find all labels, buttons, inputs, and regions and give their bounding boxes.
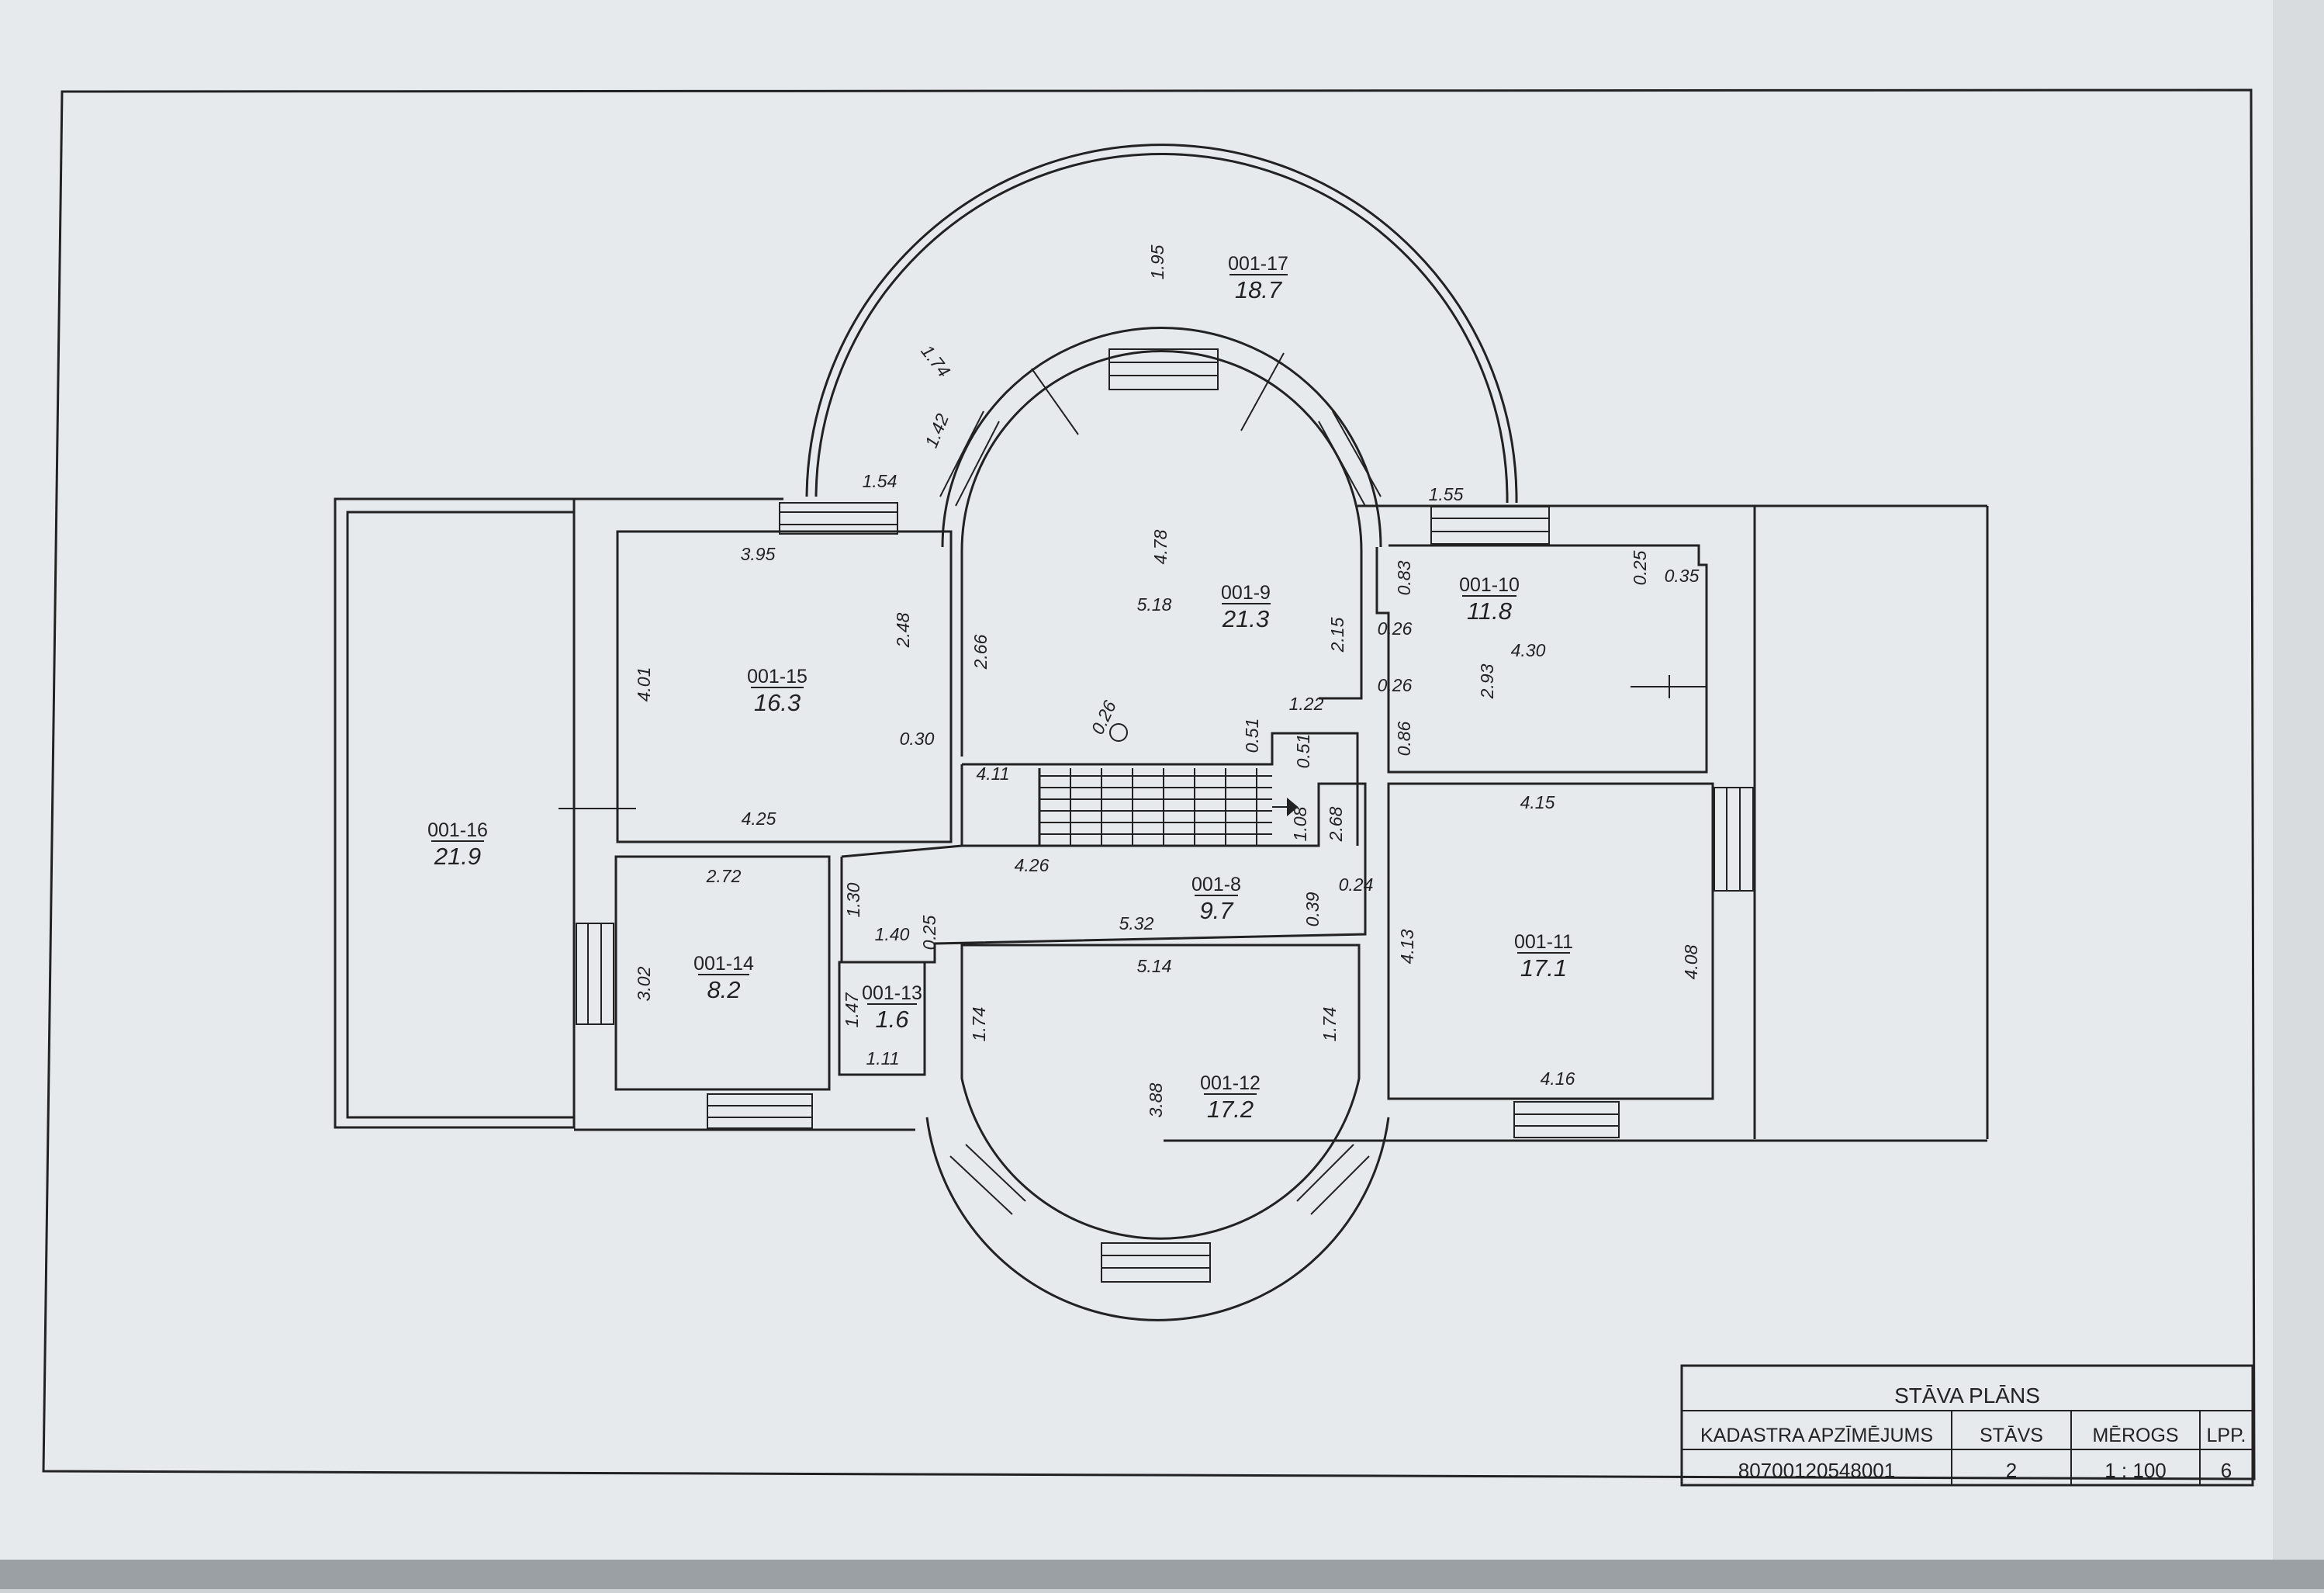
staircase <box>1039 768 1299 846</box>
room-code: 001-16 <box>427 819 488 841</box>
dimension-label: 4.01 <box>634 667 654 702</box>
room-code: 001-10 <box>1459 574 1520 596</box>
dimension-label: 3.88 <box>1146 1082 1166 1117</box>
room-area: 1.6 <box>875 1006 909 1033</box>
dimension-label: 1.74 <box>969 1007 989 1042</box>
dimension-label: 0.30 <box>900 729 935 749</box>
room-area: 17.2 <box>1207 1096 1254 1123</box>
floor-header: STĀVS <box>1980 1425 2043 1446</box>
dimension-label: 0.39 <box>1302 892 1323 926</box>
dimension-label: 2.15 <box>1327 617 1347 653</box>
dimension-label: 3.02 <box>634 966 654 1001</box>
dimension-label: 4.16 <box>1541 1068 1575 1089</box>
dimension-label: 1.40 <box>875 924 910 944</box>
dimension-label: 1.55 <box>1429 484 1464 504</box>
dimension-label: 4.30 <box>1511 640 1546 660</box>
room-code: 001-15 <box>747 666 808 687</box>
page-header: LPP. <box>2207 1425 2246 1446</box>
dimension-label: 1.47 <box>842 992 862 1027</box>
walls <box>334 144 1989 1321</box>
room-area: 9.7 <box>1199 897 1234 924</box>
dimension-label: 1.22 <box>1289 694 1324 714</box>
dimension-label: 0.83 <box>1394 560 1414 595</box>
dimension-label: 2.68 <box>1326 806 1346 842</box>
room-code: 001-13 <box>862 982 922 1004</box>
dimension-label: 0.51 <box>1242 719 1262 753</box>
dimension-label: 5.32 <box>1119 913 1154 933</box>
room-area: 16.3 <box>754 689 801 716</box>
room-001-13: 001-131.6 <box>862 982 922 1033</box>
room-code: 001-8 <box>1191 874 1241 895</box>
dimension-label: 0.51 <box>1293 734 1313 769</box>
room-001-8: 001-89.7 <box>1191 874 1241 924</box>
dimension-label: 0.26 <box>1378 618 1413 639</box>
dimension-label: 0.25 <box>919 915 939 950</box>
title-block-title: STĀVA PLĀNS <box>1894 1383 2040 1408</box>
dimension-label: 0.35 <box>1665 566 1700 586</box>
room-001-9: 001-921.3 <box>1221 582 1271 632</box>
room-area: 21.9 <box>434 843 481 870</box>
page-value: 6 <box>2221 1459 2232 1482</box>
room-code: 001-14 <box>693 953 754 975</box>
room-code: 001-11 <box>1514 931 1573 953</box>
dimension-label: 0.86 <box>1394 721 1414 756</box>
dimension-label: 1.54 <box>863 471 897 491</box>
dimension-label: 5.18 <box>1137 594 1172 615</box>
dimension-label: 4.26 <box>1015 855 1050 875</box>
dimension-label: 4.13 <box>1397 929 1417 964</box>
windows <box>559 348 1754 1283</box>
paper <box>0 0 2296 1560</box>
dimension-label: 1.30 <box>843 882 863 917</box>
room-code: 001-12 <box>1200 1072 1261 1094</box>
scale-header: MĒROGS <box>2092 1425 2178 1446</box>
dimension-label: 3.95 <box>741 544 776 564</box>
dimension-label: 4.15 <box>1520 792 1555 812</box>
room-area: 8.2 <box>707 976 740 1003</box>
cadastre-value: 80700120548001 <box>1738 1459 1895 1482</box>
drawing-frame <box>42 88 2256 1480</box>
dimension-label: 1.08 <box>1290 806 1310 841</box>
cadastre-header: KADASTRA APZĪMĒJUMS <box>1700 1425 1933 1446</box>
room-area: 17.1 <box>1520 954 1567 982</box>
title-block: STĀVA PLĀNS KADASTRA APZĪMĒJUMS STĀVS MĒ… <box>1680 1364 2254 1487</box>
room-001-14: 001-148.2 <box>693 953 754 1003</box>
dimension-label: 2.48 <box>893 612 913 648</box>
dimension-label: 2.66 <box>970 634 991 670</box>
room-area: 18.7 <box>1235 276 1283 303</box>
dimension-label: 0.25 <box>1630 550 1650 585</box>
floor-value: 2 <box>2006 1459 2017 1482</box>
room-code: 001-9 <box>1221 582 1271 604</box>
room-area: 21.3 <box>1222 605 1269 632</box>
dimension-label: 4.78 <box>1150 529 1171 564</box>
room-code: 001-17 <box>1228 253 1288 275</box>
dimension-label: 1.11 <box>866 1048 899 1068</box>
room-area: 11.8 <box>1467 597 1513 625</box>
scale-value: 1 : 100 <box>2104 1459 2167 1482</box>
dimension-labels: 1.95 1.74 1.42 1.54 1.55 4.78 5.18 2.15 … <box>634 244 1701 1117</box>
dimension-label: 4.11 <box>976 764 1009 784</box>
dimension-label: 2.72 <box>706 866 742 886</box>
dimension-label: 4.08 <box>1681 944 1701 979</box>
dimension-label: 1.95 <box>1147 244 1167 279</box>
dimension-label: 0.26 <box>1378 675 1413 695</box>
dimension-label: 2.93 <box>1477 663 1497 699</box>
dimension-label: 5.14 <box>1137 956 1172 976</box>
dimension-label: 0.24 <box>1339 874 1374 895</box>
dimension-label: 4.25 <box>742 809 776 829</box>
dimension-label: 1.74 <box>1319 1007 1340 1042</box>
